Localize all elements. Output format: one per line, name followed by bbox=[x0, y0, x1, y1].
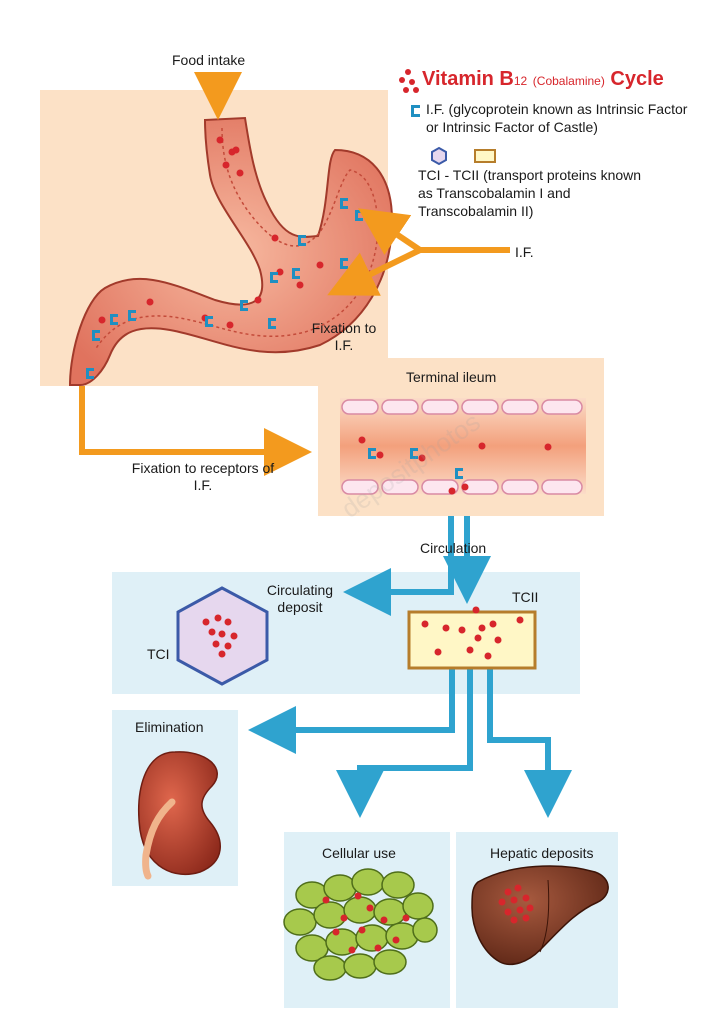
if-arrows bbox=[327, 208, 510, 296]
liver-b12-dots bbox=[498, 884, 534, 924]
ileum-illustration bbox=[340, 398, 586, 495]
cellular-use-label: Cellular use bbox=[322, 845, 396, 861]
kidney-illustration bbox=[138, 751, 221, 880]
circulation-arrows bbox=[343, 516, 491, 616]
title-dots-icon bbox=[399, 69, 419, 93]
fixation-if-label: Fixation to I.F. bbox=[311, 320, 377, 353]
circulating-deposit-label: Circulating deposit bbox=[266, 582, 334, 615]
tcii-legend-icon bbox=[474, 149, 496, 163]
legend-if-text: I.F. (glycoprotein known as Intrinsic Fa… bbox=[426, 101, 688, 135]
distribution-arrows bbox=[248, 668, 572, 818]
cells-illustration bbox=[283, 868, 438, 981]
tcii-label: TCII bbox=[512, 589, 539, 605]
legend-tc-text: TCI - TCII (transport proteins known as … bbox=[418, 167, 642, 219]
food-intake-label: Food intake bbox=[172, 52, 246, 68]
elimination-label: Elimination bbox=[135, 719, 204, 735]
title-tail: Cycle bbox=[610, 68, 664, 90]
if-legend-icon bbox=[411, 105, 420, 117]
stomach-b12-dots bbox=[98, 136, 324, 329]
tci-label: TCI bbox=[147, 646, 170, 662]
hepatic-deposits-label: Hepatic deposits bbox=[490, 845, 594, 861]
fixation-receptors-arrow bbox=[79, 386, 312, 476]
diagram-title: Vitamin B12 (Cobalamine) Cycle bbox=[398, 68, 664, 91]
circulation-label: Circulation bbox=[420, 540, 487, 556]
cells-b12-dots bbox=[322, 892, 410, 954]
if-label: I.F. bbox=[515, 244, 534, 260]
terminal-ileum-label: Terminal ileum bbox=[406, 369, 497, 385]
title-subscript: 12 bbox=[513, 74, 528, 88]
tci-legend-icon bbox=[431, 146, 447, 166]
tci-hexagon bbox=[176, 586, 269, 686]
title-main: Vitamin B bbox=[422, 68, 514, 90]
title-paren: (Cobalamine) bbox=[532, 74, 605, 88]
fixation-receptors-label: Fixation to receptors of I.F. bbox=[131, 460, 275, 493]
tcii-box bbox=[407, 606, 537, 670]
